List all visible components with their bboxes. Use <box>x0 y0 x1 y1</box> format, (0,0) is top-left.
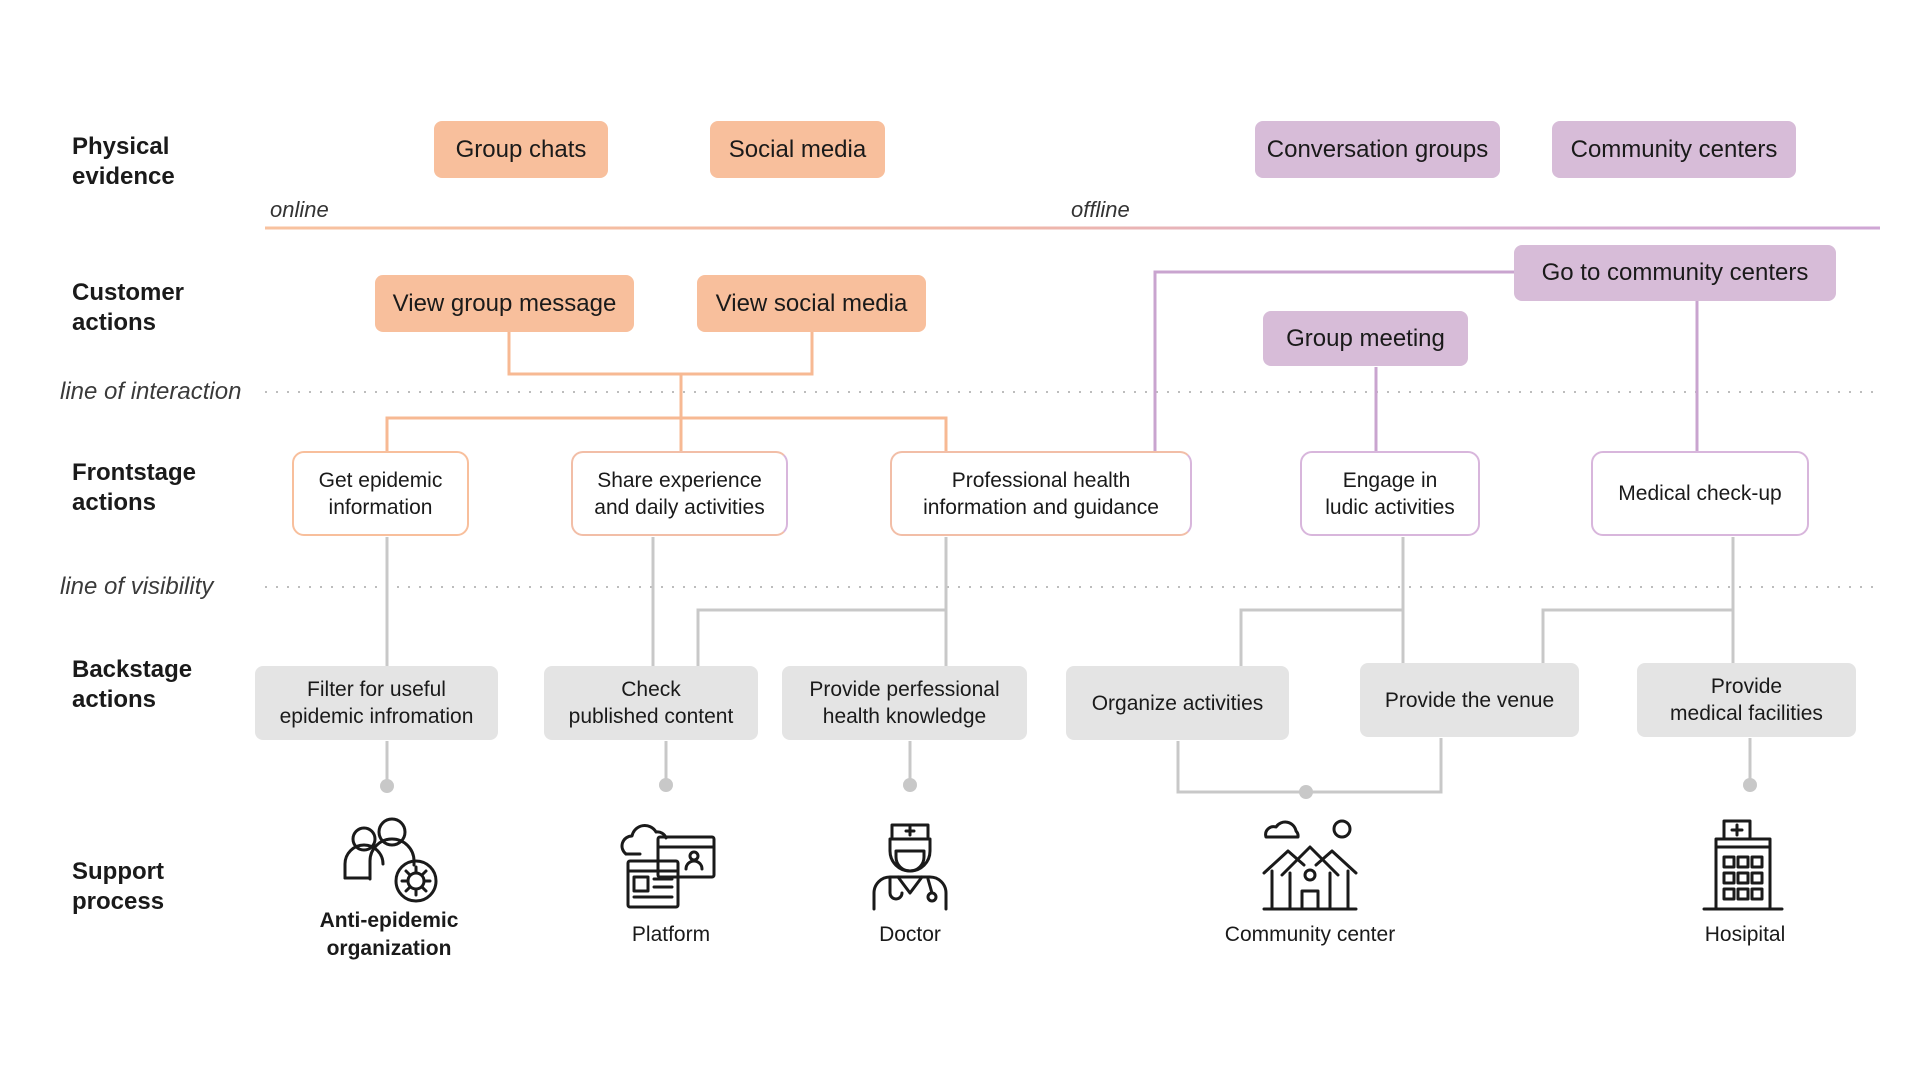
customer-go-to-community-centers: Go to community centers <box>1514 245 1836 301</box>
customer-view-group-message: View group message <box>375 275 634 332</box>
frontstage-share-experience: Share experience and daily activities <box>571 451 788 536</box>
backstage-check-published-content: Check published content <box>544 666 758 740</box>
frontstage-professional-health: Professional health information and guid… <box>890 451 1192 536</box>
support-hospital: Hosipital <box>1704 923 1786 946</box>
backstage-organize-activities: Organize activities <box>1066 666 1289 740</box>
row-label-backstage-actions: Backstage actions <box>72 656 193 713</box>
frontstage-engage-ludic-activities: Engage in ludic activities <box>1300 451 1480 536</box>
zone-label-offline: offline <box>1071 197 1130 222</box>
backstage-provide-health-knowledge: Provide perfessional health knowledge <box>782 666 1027 740</box>
people-virus-icon <box>343 817 438 903</box>
evidence-conversation-groups: Conversation groups <box>1255 121 1500 178</box>
row-label-customer-actions: Customer actions <box>72 279 185 336</box>
evidence-community-centers: Community centers <box>1552 121 1796 178</box>
backstage-provide-the-venue: Provide the venue <box>1360 663 1579 737</box>
support-anti-epidemic-organization: Anti-epidemic organization <box>319 909 459 960</box>
row-label-support-process: Support process <box>72 858 165 915</box>
support-community-center: Community center <box>1224 923 1396 946</box>
evidence-group-chats: Group chats <box>434 121 608 178</box>
support-platform: Platform <box>631 923 711 946</box>
evidence-social-media: Social media <box>710 121 885 178</box>
customer-view-social-media: View social media <box>697 275 926 332</box>
community-houses-icon <box>1262 819 1358 911</box>
line-of-visibility-label: line of visibility <box>60 573 214 600</box>
cloud-web-platform-icon <box>620 824 716 909</box>
support-doctor: Doctor <box>879 923 941 946</box>
customer-group-meeting: Group meeting <box>1263 311 1468 366</box>
hospital-building-icon <box>1702 819 1784 911</box>
frontstage-medical-check-up: Medical check-up <box>1591 451 1809 536</box>
doctor-icon <box>872 823 948 911</box>
backstage-filter-epidemic-information: Filter for useful epidemic infromation <box>255 666 498 740</box>
zone-label-online: online <box>270 197 329 222</box>
row-label-physical-evidence: Physical evidence <box>72 133 175 190</box>
backstage-provide-medical-facilities: Provide medical facilities <box>1637 663 1856 737</box>
frontstage-get-epidemic-information: Get epidemic information <box>292 451 469 536</box>
line-of-interaction-label: line of interaction <box>60 378 242 405</box>
row-label-frontstage-actions: Frontstage actions <box>72 459 197 516</box>
